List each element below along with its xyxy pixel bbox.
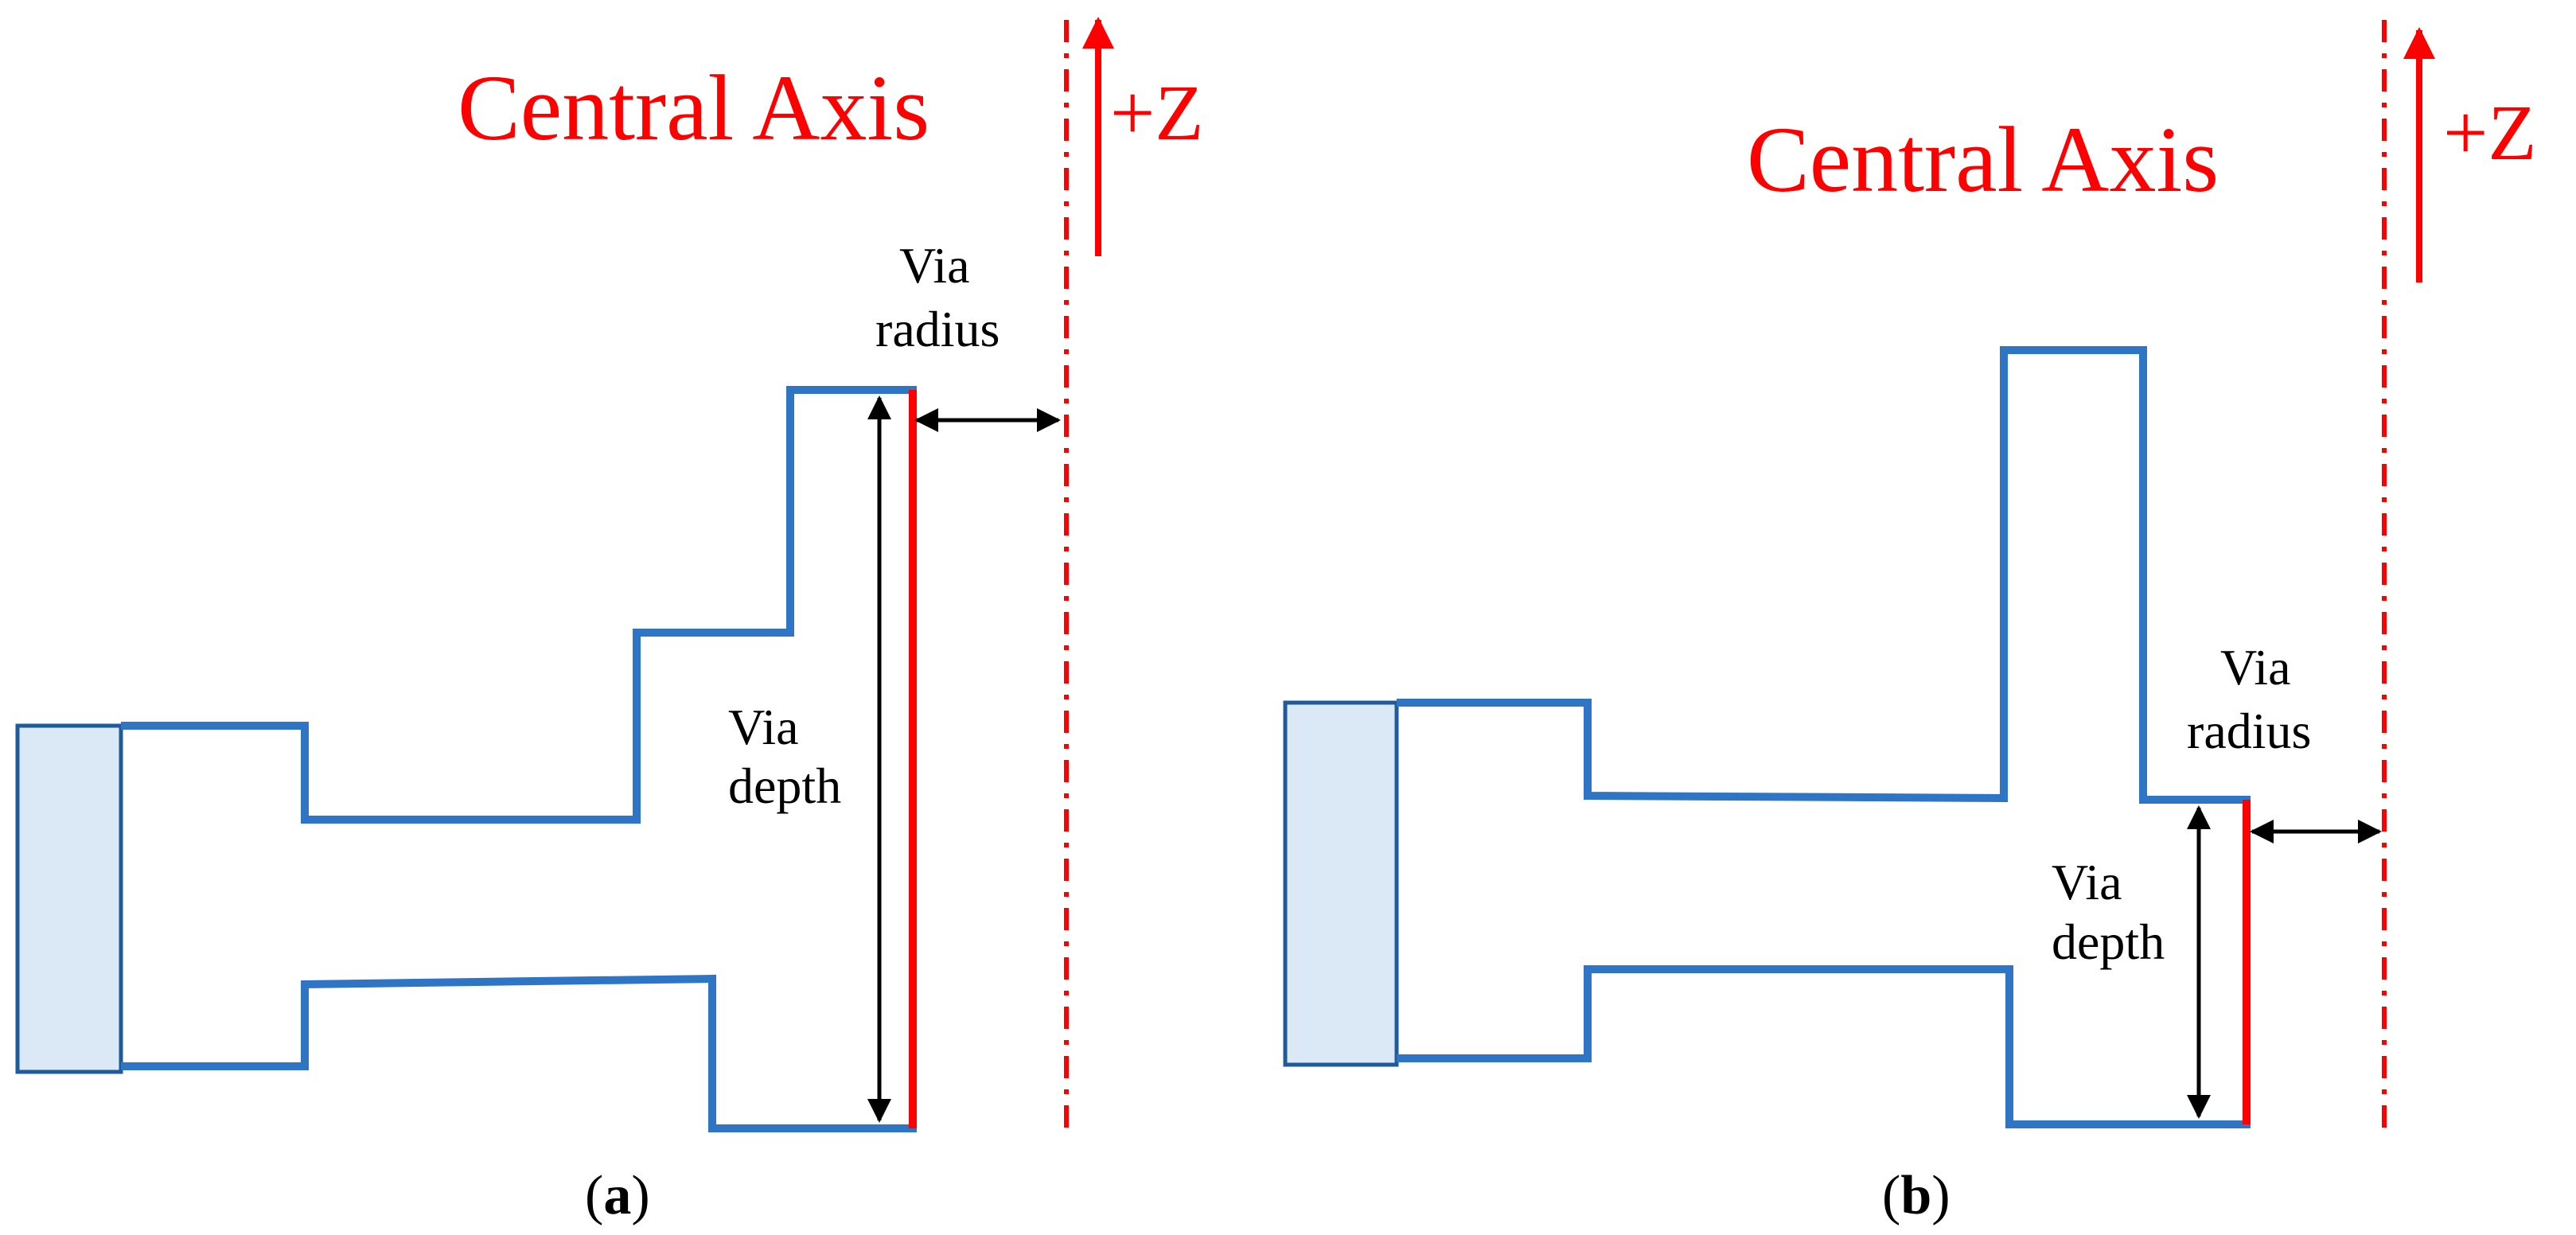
- plus-z-label-b: +Z: [2443, 88, 2536, 177]
- contact-block-b: [1283, 700, 1399, 1067]
- central-axis-title-b: Central Axis: [1747, 107, 2219, 212]
- via-profile-outline-b: [1397, 346, 2251, 1128]
- caption-b: (b): [1882, 1165, 1951, 1226]
- plus-z-label-a: +Z: [1110, 68, 1203, 157]
- via-radius-label-b: Via radius: [2187, 639, 2311, 759]
- via-depth-label-b: Via depth: [2052, 854, 2165, 970]
- via-depth-label-a: Via depth: [728, 699, 841, 814]
- panel-b: Central Axis +Z Via depth Via radius (b): [1283, 20, 2536, 1226]
- contact-block-a: [15, 723, 123, 1074]
- central-axis-title-a: Central Axis: [458, 56, 929, 160]
- via-profile-outline-a: [121, 386, 917, 1132]
- via-radius-label-a: Via radius: [875, 237, 1000, 357]
- caption-a: (a): [585, 1165, 650, 1226]
- panel-a: Central Axis +Z Via depth Via radius (a): [15, 17, 1203, 1226]
